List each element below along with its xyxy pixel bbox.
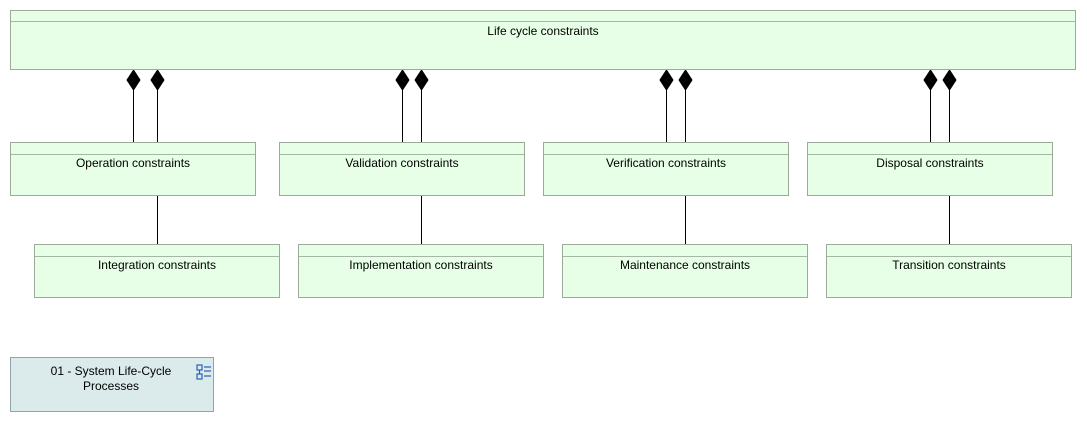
block-header	[563, 245, 807, 257]
block-label: Life cycle constraints	[487, 24, 599, 38]
diamond-verification	[659, 69, 674, 91]
diamond-operation	[126, 69, 141, 91]
diamond-disposal	[923, 69, 938, 91]
block-label: Disposal constraints	[876, 156, 984, 170]
block-implementation-constraints[interactable]: Implementation constraints	[298, 244, 544, 298]
block-header	[280, 143, 524, 155]
block-label: Verification constraints	[605, 156, 727, 170]
package-label: 01 - System Life-Cycle Processes	[21, 364, 201, 394]
block-label: Maintenance constraints	[619, 258, 751, 272]
block-maintenance-constraints[interactable]: Maintenance constraints	[562, 244, 808, 298]
block-integration-constraints[interactable]: Integration constraints	[34, 244, 280, 298]
block-transition-constraints[interactable]: Transition constraints	[826, 244, 1072, 298]
block-validation-constraints[interactable]: Validation constraints	[279, 142, 525, 196]
block-header	[11, 11, 1075, 22]
package-system-life-cycle-processes[interactable]: 01 - System Life-Cycle Processes	[10, 357, 214, 412]
package-label-line1: 01 - System Life-Cycle	[50, 364, 172, 378]
block-verification-constraints[interactable]: Verification constraints	[543, 142, 789, 196]
block-operation-constraints[interactable]: Operation constraints	[10, 142, 256, 196]
block-disposal-constraints[interactable]: Disposal constraints	[807, 142, 1053, 196]
block-life-cycle-constraints[interactable]: Life cycle constraints	[10, 10, 1076, 70]
package-label-line2: Processes	[82, 379, 140, 393]
diamond-implementation	[414, 69, 429, 91]
diamond-validation	[395, 69, 410, 91]
block-header	[808, 143, 1052, 155]
block-label: Validation constraints	[345, 156, 459, 170]
block-label: Transition constraints	[892, 258, 1006, 272]
block-header	[35, 245, 279, 257]
block-header	[11, 143, 255, 155]
block-header	[544, 143, 788, 155]
block-label: Implementation constraints	[349, 258, 493, 272]
diamond-integration	[150, 69, 165, 91]
diagram-icon[interactable]	[196, 364, 212, 380]
diamond-maintenance	[678, 69, 693, 91]
diamond-transition	[942, 69, 957, 91]
block-label: Operation constraints	[75, 156, 191, 170]
block-header	[299, 245, 543, 257]
block-header	[827, 245, 1071, 257]
block-label: Integration constraints	[97, 258, 217, 272]
